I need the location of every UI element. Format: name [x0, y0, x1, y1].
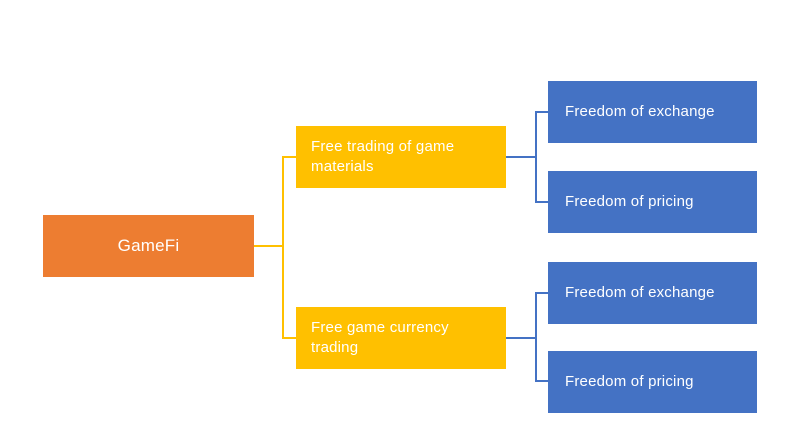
- connector-leaf4-stub: [535, 380, 548, 382]
- connector-branch1-stub: [282, 156, 296, 158]
- connector-leaf2-stub: [535, 201, 548, 203]
- connector-branch2-vertical: [535, 292, 537, 382]
- connector-root-vertical: [282, 156, 284, 339]
- node-freedom-of-pricing-2: Freedom of pricing: [548, 351, 757, 413]
- node-freedom-of-exchange-1: Freedom of exchange: [548, 81, 757, 143]
- connector-branch1-vertical: [535, 111, 537, 203]
- connector-root-horizontal: [252, 245, 283, 247]
- node-freedom-of-exchange-2: Freedom of exchange: [548, 262, 757, 324]
- node-free-game-currency-trading: Free game currency trading: [296, 307, 506, 369]
- node-gamefi: GameFi: [43, 215, 254, 277]
- connector-branch1-horizontal: [506, 156, 536, 158]
- connector-leaf3-stub: [535, 292, 548, 294]
- node-freedom-of-pricing-1: Freedom of pricing: [548, 171, 757, 233]
- connector-branch2-stub: [282, 337, 296, 339]
- connector-branch2-horizontal: [506, 337, 536, 339]
- connector-leaf1-stub: [535, 111, 548, 113]
- node-free-trading-of-game-materials: Free trading of game materials: [296, 126, 506, 188]
